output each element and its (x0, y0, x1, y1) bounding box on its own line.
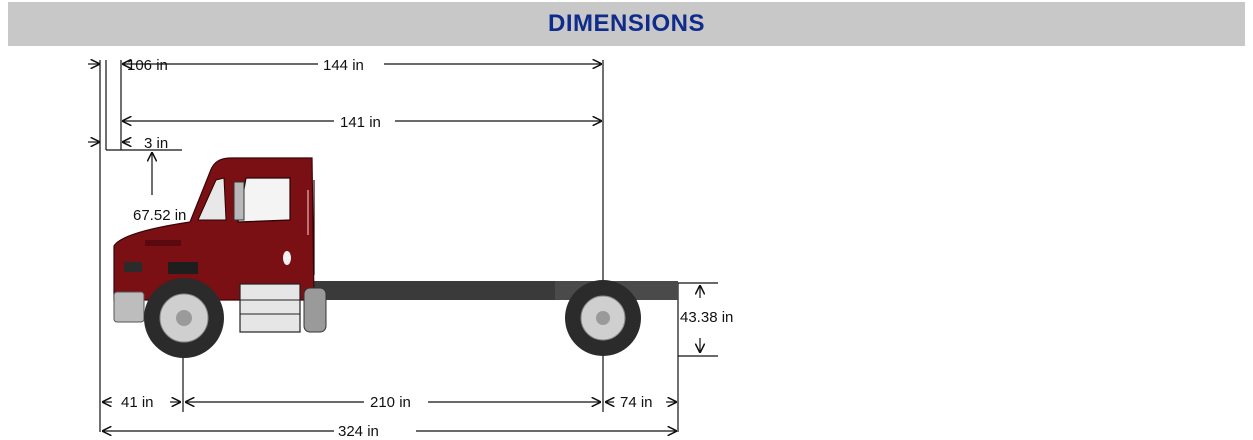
section-header: DIMENSIONS (8, 2, 1245, 46)
truck-fuel-tank (303, 287, 327, 333)
label-106-in: 106 in (127, 57, 168, 74)
label-3-in: 3 in (144, 135, 168, 152)
label-210-in: 210 in (370, 394, 411, 411)
label-144-in: 144 in (323, 57, 364, 74)
truck-mirror (233, 181, 245, 221)
truck-headlight (124, 262, 142, 272)
truck-bumper (113, 291, 145, 323)
label-141-in: 141 in (340, 114, 381, 131)
truck-hood-vent (145, 240, 181, 246)
truck-logo (283, 251, 291, 265)
section-title: DIMENSIONS (547, 10, 705, 37)
truck-rear-wheel (565, 280, 641, 356)
label-74-in: 74 in (620, 394, 653, 411)
label-67-52-in: 67.52 in (133, 207, 186, 224)
label-324-in: 324 in (338, 423, 379, 440)
truck-illustration (113, 157, 678, 358)
label-43-38-in: 43.38 in (680, 309, 733, 326)
truck-battery-box (239, 283, 301, 333)
truck-window (237, 177, 291, 223)
label-41-in: 41 in (121, 394, 154, 411)
truck-grille (168, 262, 198, 274)
dimension-lines (88, 64, 700, 431)
truck-front-wheel (144, 278, 224, 358)
truck-windshield (197, 177, 227, 221)
